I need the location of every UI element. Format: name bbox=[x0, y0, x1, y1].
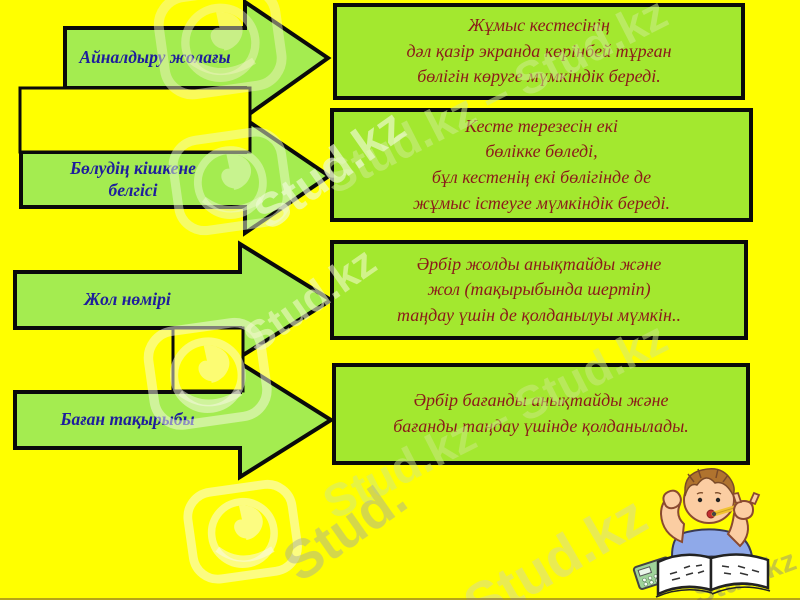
description-text-3: Әрбір жолды анықтайды және жол (тақырыбы… bbox=[396, 253, 681, 325]
arrow-label-3: Жол нөмірі bbox=[84, 289, 171, 310]
spacer-rectangle-2 bbox=[171, 326, 245, 393]
description-box-4: Әрбір бағанды анықтайды және бағанды таң… bbox=[332, 363, 750, 465]
description-text-2: Кесте терезесін екі бөлікке бөледі, бұл … bbox=[413, 115, 670, 213]
description-text-4: Әрбір бағанды анықтайды және бағанды таң… bbox=[393, 390, 689, 436]
arrow-label-4: Баған тақырыбы bbox=[60, 409, 195, 430]
slide-bottom-edge bbox=[0, 598, 800, 600]
description-box-1: Жұмыс кестесінің дәл қазір экранда көрін… bbox=[333, 3, 745, 100]
description-box-3: Әрбір жолды анықтайды және жол (тақырыбы… bbox=[330, 240, 748, 340]
open-book-icon bbox=[655, 553, 771, 598]
book-scribbles bbox=[669, 564, 760, 581]
student-cartoon-illustration bbox=[632, 468, 771, 598]
description-box-2: Кесте терезесін екі бөлікке бөледі, бұл … bbox=[330, 108, 753, 222]
spacer-rectangle-1 bbox=[18, 86, 252, 154]
arrow-label-2: Бөлудің кішкене белгісі bbox=[70, 157, 196, 200]
hand bbox=[731, 491, 761, 521]
arrow-label-1: Айналдыру жолағы bbox=[79, 47, 231, 68]
description-text-1: Жұмыс кестесінің дәл қазір экранда көрін… bbox=[406, 15, 672, 87]
